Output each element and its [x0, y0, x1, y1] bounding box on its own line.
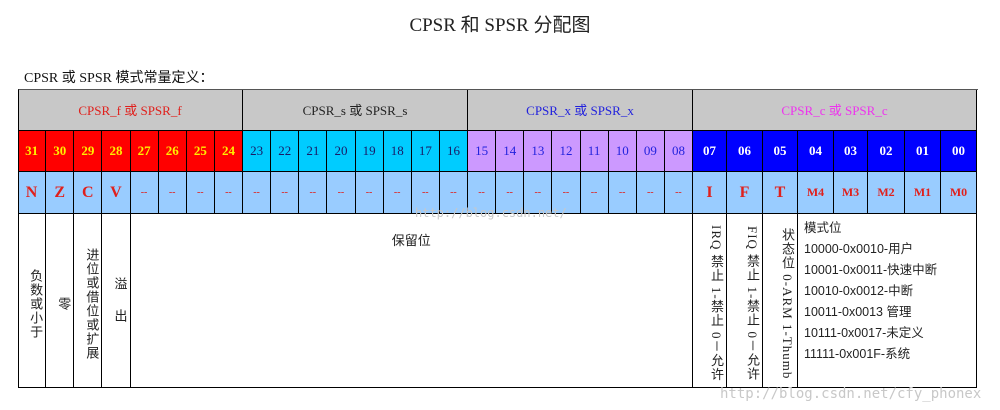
flag-label: --	[439, 172, 468, 214]
flag-label: --	[327, 172, 356, 214]
flag-label: --	[243, 172, 272, 214]
group-header: CPSR_c 或 SPSR_c	[693, 89, 977, 131]
desc-z: 零	[46, 214, 75, 388]
watermark: http://blog.csdn.net/cfy_phonex	[720, 386, 982, 402]
bit-number: 26	[158, 131, 187, 172]
bit-number: 09	[636, 131, 665, 172]
bit-number: 25	[186, 131, 215, 172]
flag-label: --	[496, 172, 525, 214]
flag-label: --	[214, 172, 243, 214]
flag-label: --	[636, 172, 665, 214]
bit-number: 28	[102, 131, 131, 172]
bit-number: 01	[905, 131, 941, 172]
mode-title: 模式位	[804, 221, 842, 235]
bit-number: 27	[130, 131, 159, 172]
desc-c: 进位或借位或扩展	[74, 214, 103, 388]
bit-number: 23	[243, 131, 272, 172]
flag-label: --	[355, 172, 384, 214]
bit-number: 14	[496, 131, 525, 172]
flag-label: --	[580, 172, 609, 214]
flag-label: --	[186, 172, 215, 214]
flag-label: V	[102, 172, 131, 214]
bit-number: 08	[664, 131, 693, 172]
group-header: CPSR_x 或 SPSR_x	[468, 89, 693, 131]
flag-label: --	[552, 172, 581, 214]
bit-number: 03	[834, 131, 868, 172]
group-header: CPSR_s 或 SPSR_s	[243, 89, 468, 131]
bit-number: 00	[941, 131, 977, 172]
bit-number: 12	[552, 131, 581, 172]
bit-number: 10	[608, 131, 637, 172]
bit-number: 16	[439, 131, 468, 172]
bit-number: 18	[383, 131, 412, 172]
mode-entry: 11111-0x001F-系统	[804, 347, 911, 361]
flag-label: --	[299, 172, 328, 214]
desc-f: FIQ 禁止 1-禁止 0－允许	[727, 214, 763, 388]
mode-entry: 10000-0x0010-用户	[804, 242, 914, 256]
desc-t: 状态位 0-ARM 1-Thumb	[763, 214, 798, 388]
flag-label: T	[763, 172, 798, 214]
flag-label: I	[693, 172, 727, 214]
bit-number: 20	[327, 131, 356, 172]
flag-label: F	[727, 172, 763, 214]
watermark: http://blog.csdn.net/	[415, 206, 567, 220]
group-header: CPSR_f 或 SPSR_f	[18, 89, 243, 131]
flag-label: --	[468, 172, 497, 214]
bit-number: 04	[798, 131, 834, 172]
flag-label: --	[664, 172, 693, 214]
bit-number: 29	[74, 131, 103, 172]
desc-mode: 模式位 10000-0x0010-用户 10001-0x0011-快速中断 10010…	[798, 214, 977, 388]
flag-label: --	[411, 172, 440, 214]
flag-label: M3	[834, 172, 868, 214]
flag-label: --	[130, 172, 159, 214]
flag-label: --	[383, 172, 412, 214]
flag-label: C	[74, 172, 103, 214]
bit-number: 15	[468, 131, 497, 172]
flag-label: --	[158, 172, 187, 214]
flag-label: M0	[941, 172, 977, 214]
mode-entry: 10111-0x0017-未定义	[804, 326, 924, 340]
bit-number: 31	[18, 131, 47, 172]
bit-number: 06	[727, 131, 763, 172]
subtitle: CPSR 或 SPSR 模式常量定义：	[24, 71, 214, 86]
mode-entry: 10010-0x0012-中断	[804, 284, 914, 298]
flag-label: M4	[798, 172, 834, 214]
bit-number: 17	[411, 131, 440, 172]
bit-number: 07	[693, 131, 727, 172]
bit-number: 05	[763, 131, 798, 172]
flag-label: N	[18, 172, 47, 214]
desc-reserved: 保留位	[130, 214, 693, 388]
flag-label: --	[608, 172, 637, 214]
bit-number: 24	[214, 131, 243, 172]
bit-number: 11	[580, 131, 609, 172]
flag-label: --	[524, 172, 553, 214]
flag-label: Z	[46, 172, 75, 214]
desc-i: IRQ 禁止 1-禁止 0－允许	[693, 214, 727, 388]
flag-label: M2	[868, 172, 905, 214]
bit-number: 19	[355, 131, 384, 172]
desc-n: 负数或小于	[18, 214, 47, 388]
mode-entry: 10011-0x0013 管理	[804, 305, 912, 319]
flag-label: --	[271, 172, 300, 214]
bit-number: 22	[271, 131, 300, 172]
desc-v: 溢 出	[102, 214, 131, 388]
bit-number: 30	[46, 131, 75, 172]
bit-number: 13	[524, 131, 553, 172]
flag-label: M1	[905, 172, 941, 214]
bit-number: 21	[299, 131, 328, 172]
bit-number: 02	[868, 131, 905, 172]
mode-entry: 10001-0x0011-快速中断	[804, 263, 938, 277]
diagram-title: CPSR 和 SPSR 分配图	[409, 15, 591, 36]
